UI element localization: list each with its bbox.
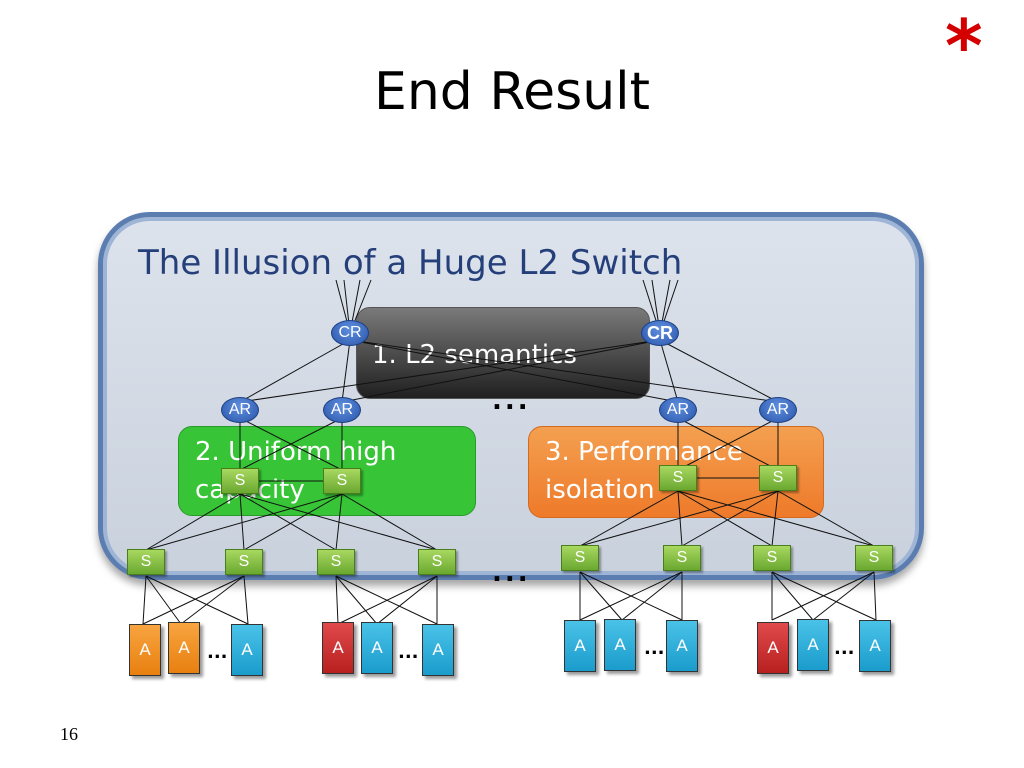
host: A <box>859 620 891 672</box>
tor-switch: S <box>127 549 165 575</box>
ellipsis-hosts: ... <box>834 638 855 659</box>
core-router-right: CR <box>641 320 679 346</box>
tor-switch: S <box>753 545 791 571</box>
host: A <box>422 624 454 676</box>
panel-title: The Illusion of a Huge L2 Switch <box>138 243 683 283</box>
host: A <box>564 620 596 672</box>
core-router-left: CR <box>331 320 369 346</box>
aggregation-switch: S <box>323 468 361 494</box>
illusion-panel <box>98 212 924 580</box>
page-number: 16 <box>60 724 78 744</box>
aggregation-switch: S <box>759 465 797 491</box>
performance-isolation-line2: isolation <box>545 475 655 505</box>
l2-semantics-label: 1. L2 semantics <box>372 340 577 370</box>
l2-semantics-box <box>356 307 650 399</box>
tor-switch: S <box>663 545 701 571</box>
host: A <box>129 624 161 676</box>
ellipsis-hosts: ... <box>398 642 419 663</box>
access-router: AR <box>759 397 797 423</box>
ellipsis-routers: ... <box>492 386 531 416</box>
ellipsis-hosts: ... <box>207 642 228 663</box>
tor-switch: S <box>855 545 893 571</box>
performance-isolation-line1: 3. Performance <box>545 437 743 467</box>
aggregation-switch: S <box>659 465 697 491</box>
ellipsis-hosts: ... <box>644 638 665 659</box>
tor-switch: S <box>418 549 456 575</box>
aggregation-switch: S <box>221 468 259 494</box>
star-mark: * <box>945 4 983 88</box>
host: A <box>168 622 200 674</box>
access-router: AR <box>221 397 259 423</box>
host: A <box>604 619 636 671</box>
tor-switch: S <box>317 549 355 575</box>
slide-title: End Result <box>373 62 651 122</box>
access-router: AR <box>323 397 361 423</box>
host: A <box>666 620 698 672</box>
host: A <box>797 619 829 671</box>
tor-switch: S <box>225 549 263 575</box>
ellipsis-switches: ... <box>492 558 531 588</box>
host: A <box>361 622 393 674</box>
host: A <box>322 622 354 674</box>
tor-switch: S <box>561 545 599 571</box>
host: A <box>757 622 789 674</box>
host: A <box>231 624 263 676</box>
performance-isolation-label: 3. Performance isolation <box>545 433 795 509</box>
access-router: AR <box>659 397 697 423</box>
